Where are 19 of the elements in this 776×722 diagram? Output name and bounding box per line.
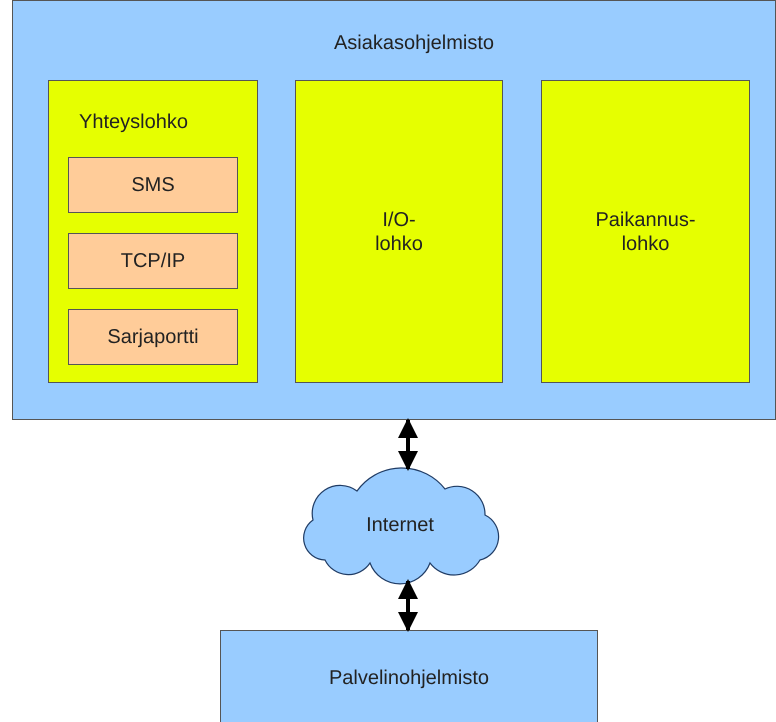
protocol-box <box>68 309 238 365</box>
block-label: I/O- lohko <box>375 208 423 256</box>
module-panel <box>295 80 503 383</box>
protocol-box <box>68 157 238 213</box>
block-label: SMS <box>130 173 176 197</box>
block-label: Sarjaportti <box>106 325 200 349</box>
block-label: Internet <box>365 513 435 537</box>
panel-title: Asiakasohjelmisto <box>334 31 494 55</box>
double-arrow <box>398 418 418 471</box>
block-label: TCP/IP <box>120 249 186 273</box>
protocol-box <box>68 233 238 289</box>
block-label: Paikannus- lohko <box>595 208 696 256</box>
double-arrow <box>398 579 418 632</box>
block-label: Palvelinohjelmisto <box>328 666 490 690</box>
panel-title: Yhteyslohko <box>79 110 188 134</box>
application-panel <box>12 0 776 420</box>
module-panel <box>48 80 258 383</box>
server-box <box>220 630 598 722</box>
module-panel <box>541 80 750 383</box>
